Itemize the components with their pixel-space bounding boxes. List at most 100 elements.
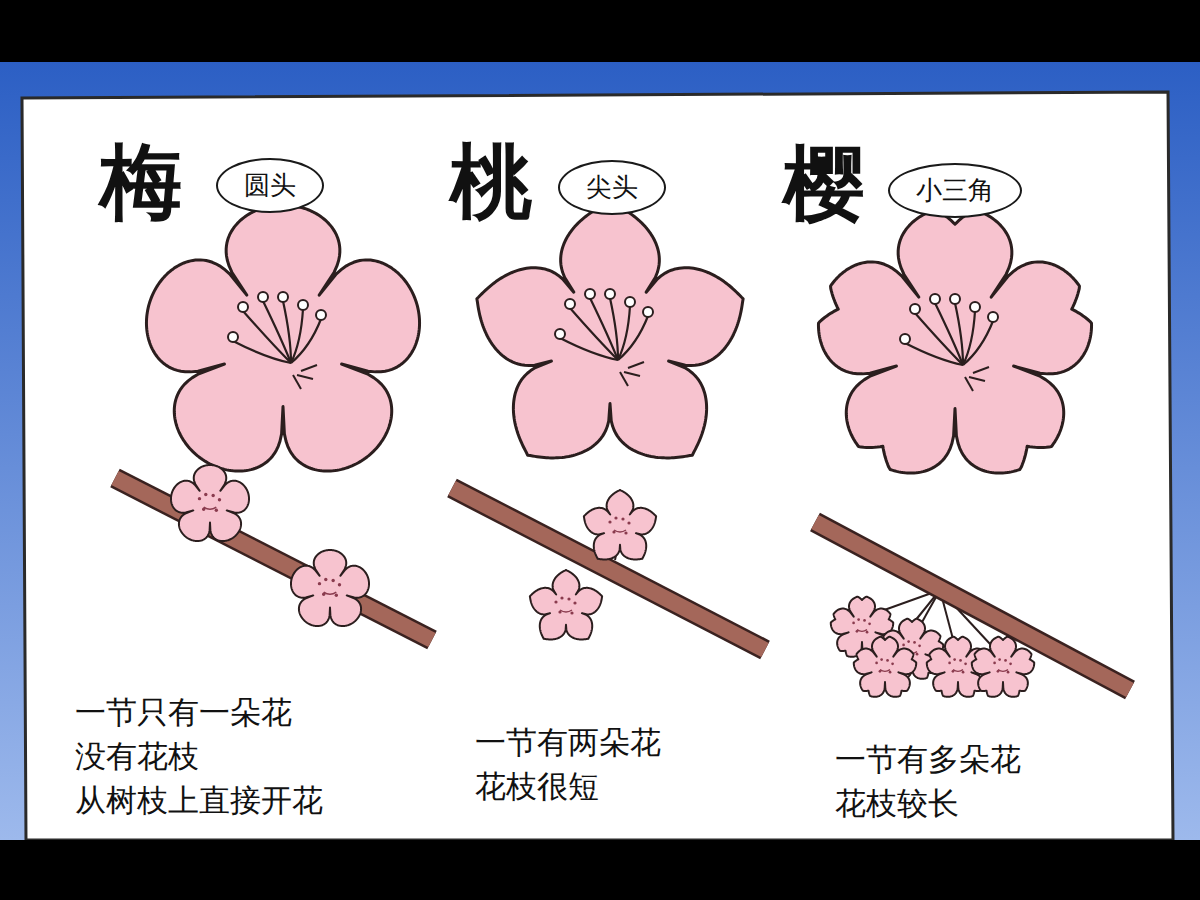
stamen-anther [605, 289, 615, 299]
shape-name: 圆头 [244, 171, 296, 200]
description-note: 一节有两朵花 花枝很短 [475, 720, 661, 808]
flower-petals [146, 205, 419, 471]
stamen-dot [570, 611, 573, 614]
stamen-dot [338, 583, 341, 586]
flower-petals [584, 490, 656, 559]
stamen-dot [891, 662, 894, 665]
branch-outline [115, 478, 432, 640]
stamen-dot [331, 579, 334, 582]
flower-petals [818, 210, 1091, 473]
shape-name: 尖头 [586, 173, 638, 202]
flower-petals [171, 465, 249, 541]
stamen-dot [324, 578, 327, 581]
stamen-mark [204, 507, 217, 509]
stamen-filament [301, 365, 317, 371]
shape-oval: 小三角 [888, 163, 1022, 218]
stamen-filament [283, 301, 291, 363]
small-flower [171, 465, 249, 541]
stamen-dot [614, 516, 617, 519]
stamen-filament [610, 298, 618, 360]
stamen-anther [988, 312, 998, 322]
stamen-anther [278, 292, 288, 302]
stamen-anther [950, 294, 960, 304]
stamen-mark [614, 530, 626, 532]
stamen-dot [907, 640, 910, 643]
stamen-mark [560, 610, 572, 612]
stamen-anther [565, 299, 575, 309]
flower-name: 桃 [450, 140, 532, 222]
small-flower [530, 570, 602, 639]
stamen-filament [590, 298, 618, 360]
stamen-anther [643, 307, 653, 317]
stamen-filament [628, 362, 644, 368]
stamen-dot [335, 594, 338, 597]
stamen-anther [585, 289, 595, 299]
shape-name: 小三角 [916, 176, 994, 205]
stamen-dot [886, 659, 889, 662]
stamen-anther [238, 302, 248, 312]
small-flower [972, 637, 1034, 697]
flower-illustration [146, 205, 419, 471]
stamen-dot [962, 671, 965, 674]
stamen-dot [868, 622, 871, 625]
flower-petals [530, 570, 602, 639]
branch-outline [452, 488, 765, 650]
flower-petals [972, 637, 1034, 697]
stamen-dot [902, 644, 905, 647]
stamen-mark [857, 630, 867, 632]
stamen-dot [198, 497, 201, 500]
stamen-dot [621, 517, 624, 520]
branch [452, 488, 765, 650]
stamen-filament [973, 367, 989, 373]
stamen-anther [900, 334, 910, 344]
stamen-dot [857, 618, 860, 621]
flower-illustration [477, 202, 743, 458]
stamen-dot [889, 671, 892, 674]
small-flower [854, 637, 916, 697]
stamen-filament [293, 375, 301, 389]
stamen-anther [316, 310, 326, 320]
stamen-mark [324, 592, 337, 594]
stamen-filament [618, 316, 648, 360]
small-flower [291, 550, 369, 626]
stamen-dot [567, 597, 570, 600]
stamen-anther [930, 294, 940, 304]
flower-art [115, 202, 1130, 697]
stamen-filament [620, 372, 628, 386]
stamen-mark [880, 670, 890, 672]
stamen-dot [215, 509, 218, 512]
stamen-dot [918, 644, 921, 647]
stamen-dot [573, 601, 576, 604]
branch [115, 478, 432, 640]
stamen-dot [627, 521, 630, 524]
stamen-dot [1009, 662, 1012, 665]
stamen-filament [935, 303, 963, 365]
stamen-dot [211, 494, 214, 497]
stamen-dot [916, 653, 919, 656]
stamen-filament [915, 313, 963, 365]
stamen-dot [218, 498, 221, 501]
flower-name: 樱 [783, 142, 865, 224]
stamen-dot [318, 582, 321, 585]
flower-petals [477, 202, 743, 458]
stamen-dot [875, 662, 878, 665]
stamen-dot [959, 659, 962, 662]
stamen-dot [560, 596, 563, 599]
stamen-dot [608, 520, 611, 523]
stamen-filament [243, 311, 291, 363]
stamen-filament [624, 372, 640, 376]
shape-oval: 圆头 [216, 158, 324, 213]
stamen-filament [570, 308, 618, 360]
bottom-bar [0, 840, 1200, 900]
stamen-dot [948, 662, 951, 665]
stamen-filament [969, 377, 985, 381]
stamen-dot [964, 662, 967, 665]
stamen-filament [291, 309, 303, 363]
flower-name: 梅 [100, 140, 182, 222]
stamen-dot [624, 531, 627, 534]
stamen-dot [913, 641, 916, 644]
stamen-mark [953, 670, 963, 672]
description-note: 一节只有一朵花 没有花枝 从树枝上直接开花 [75, 690, 323, 822]
flower-petals [854, 637, 916, 697]
